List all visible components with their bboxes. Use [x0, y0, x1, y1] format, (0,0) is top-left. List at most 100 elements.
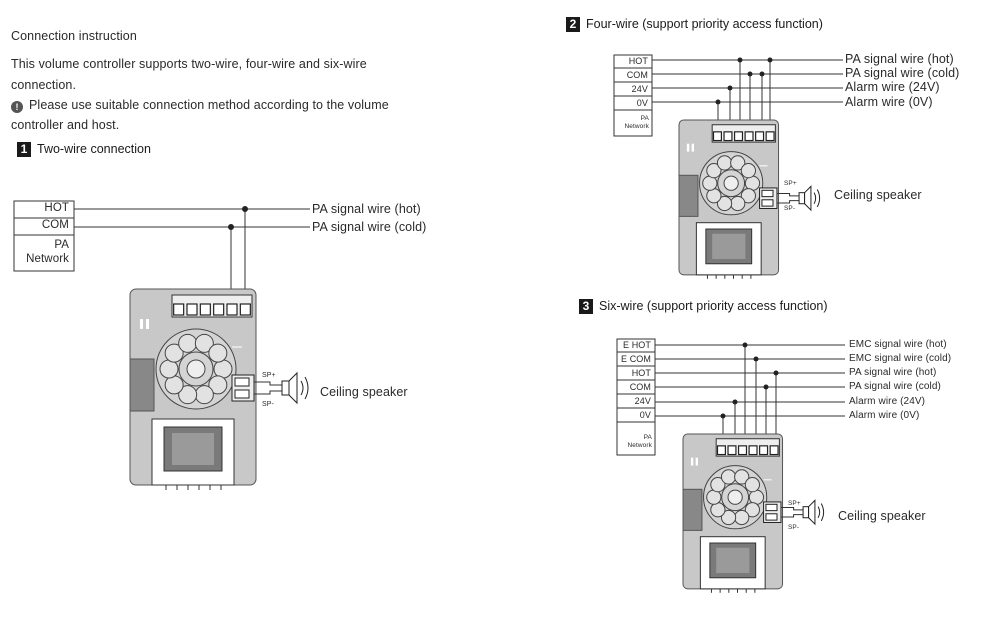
knob-lobe [730, 155, 746, 171]
speaker-wire-minus [780, 514, 804, 518]
terminal-screw [769, 445, 779, 456]
sp-plus-label-3: SP+ [788, 500, 801, 507]
note-text-1: Please use suitable connection method ac… [29, 98, 389, 112]
sound-wave-icon [813, 192, 817, 204]
terminal-screw [213, 303, 225, 316]
knob-lobe [716, 195, 733, 212]
knob-lobe [740, 163, 757, 179]
speaker-icon [802, 506, 810, 519]
terminal-com-2: COM [626, 70, 648, 80]
terminal-com-3: COM [629, 382, 651, 392]
terminal-screw [748, 445, 758, 456]
terminal-screw [173, 303, 185, 316]
network-label-network-3: Network [627, 442, 652, 449]
terminal-screw [765, 131, 775, 142]
intro-line-1: This volume controller supports two-wire… [11, 57, 367, 71]
knob-lobe [710, 502, 726, 518]
speaker-wire-plus [776, 192, 800, 197]
section-1-number: 1 [17, 142, 31, 158]
terminal-screw [226, 303, 238, 316]
speaker-cone-icon [808, 499, 816, 526]
terminal-screw [712, 131, 722, 142]
device-mark [695, 457, 699, 466]
wire-label-hot-2: PA signal wire (hot) [845, 52, 954, 66]
intro-line-2: connection. [11, 78, 77, 92]
speaker-cone-icon [804, 185, 812, 212]
terminal-screw [186, 303, 198, 316]
ceiling-speaker-label-3: Ceiling speaker [838, 509, 926, 523]
wire-label-24v-2: Alarm wire (24V) [845, 80, 940, 94]
device-mark [686, 143, 690, 152]
network-label-pa-3: PA [643, 434, 652, 441]
ceiling-speaker-label: Ceiling speaker [320, 385, 408, 399]
wire-label-emc-hot-3: EMC signal wire (hot) [849, 339, 947, 350]
network-label-pa-2: PA [640, 115, 649, 122]
terminal-screw [759, 445, 769, 456]
wire-label-cold-2: PA signal wire (cold) [845, 66, 960, 80]
device-mark [691, 143, 695, 152]
terminal-e-hot-3: E HOT [622, 340, 651, 350]
knob-lobe [720, 509, 737, 526]
section-1-title: Two-wire connection [37, 142, 151, 156]
terminal-screw [723, 131, 733, 142]
wire-label-cold-3: PA signal wire (cold) [849, 381, 941, 392]
terminal-e-com-3: E COM [620, 354, 651, 364]
sound-wave-icon [304, 376, 309, 400]
knob-center [723, 175, 739, 191]
speaker-cone-icon [288, 371, 298, 405]
speaker-wire-minus [776, 200, 800, 204]
knob-lobe [706, 489, 722, 505]
speaker-terminal-slot [234, 389, 250, 399]
terminal-screw [199, 303, 211, 316]
terminal-screw [737, 445, 748, 456]
sound-wave-icon [816, 189, 821, 208]
wire-label-hot: PA signal wire (hot) [312, 202, 421, 216]
sp-plus-label: SP+ [262, 372, 276, 379]
sound-wave-icon [817, 506, 821, 518]
terminal-hot-2: HOT [628, 56, 648, 66]
terminal-screw [727, 445, 737, 456]
knob-lobe [744, 477, 761, 493]
section-2-number: 2 [566, 17, 580, 33]
terminal-24v-2: 24V [631, 84, 648, 94]
side-block [678, 174, 699, 217]
knob-lobe [706, 163, 722, 179]
section-2-title: Four-wire (support priority access funct… [586, 17, 823, 31]
terminal-hot-3: HOT [631, 368, 651, 378]
speaker-wire-plus [780, 506, 804, 511]
speaker-terminal-slot [761, 189, 774, 198]
knob-lobe [178, 385, 198, 405]
wire-label-emc-cold-3: EMC signal wire (cold) [849, 353, 952, 364]
wire-label-0v-2: Alarm wire (0V) [845, 95, 933, 109]
knob-lobe [208, 375, 228, 395]
sound-wave-icon [820, 503, 825, 522]
section-1-heading: 1 Two-wire connection [17, 142, 151, 158]
knob-center [727, 489, 743, 505]
terminal-screw [744, 131, 754, 142]
section-2-heading: 2 Four-wire (support priority access func… [566, 17, 823, 33]
transformer-core-inner [172, 433, 214, 465]
knob-lobe [740, 188, 757, 204]
knob-lobe [734, 469, 750, 485]
network-label-network: Network [26, 253, 69, 265]
terminal-com: COM [41, 219, 69, 231]
network-label-pa: PA [54, 239, 69, 251]
device-mark [140, 319, 143, 329]
knob-lobe [734, 509, 750, 526]
knob-lobe [164, 343, 184, 363]
speaker-terminal-slot [234, 377, 250, 387]
section-3-title: Six-wire (support priority access functi… [599, 299, 828, 313]
terminal-screw [716, 445, 726, 456]
side-block [129, 358, 155, 412]
page-title: Connection instruction [11, 29, 137, 43]
note-line-1: !Please use suitable connection method a… [11, 98, 389, 113]
knob-lobe [748, 489, 765, 505]
transformer-core-inner [716, 547, 750, 574]
speaker-wire-plus [254, 381, 282, 386]
speaker-terminal-slot [765, 503, 778, 512]
knob-lobe [208, 343, 228, 363]
